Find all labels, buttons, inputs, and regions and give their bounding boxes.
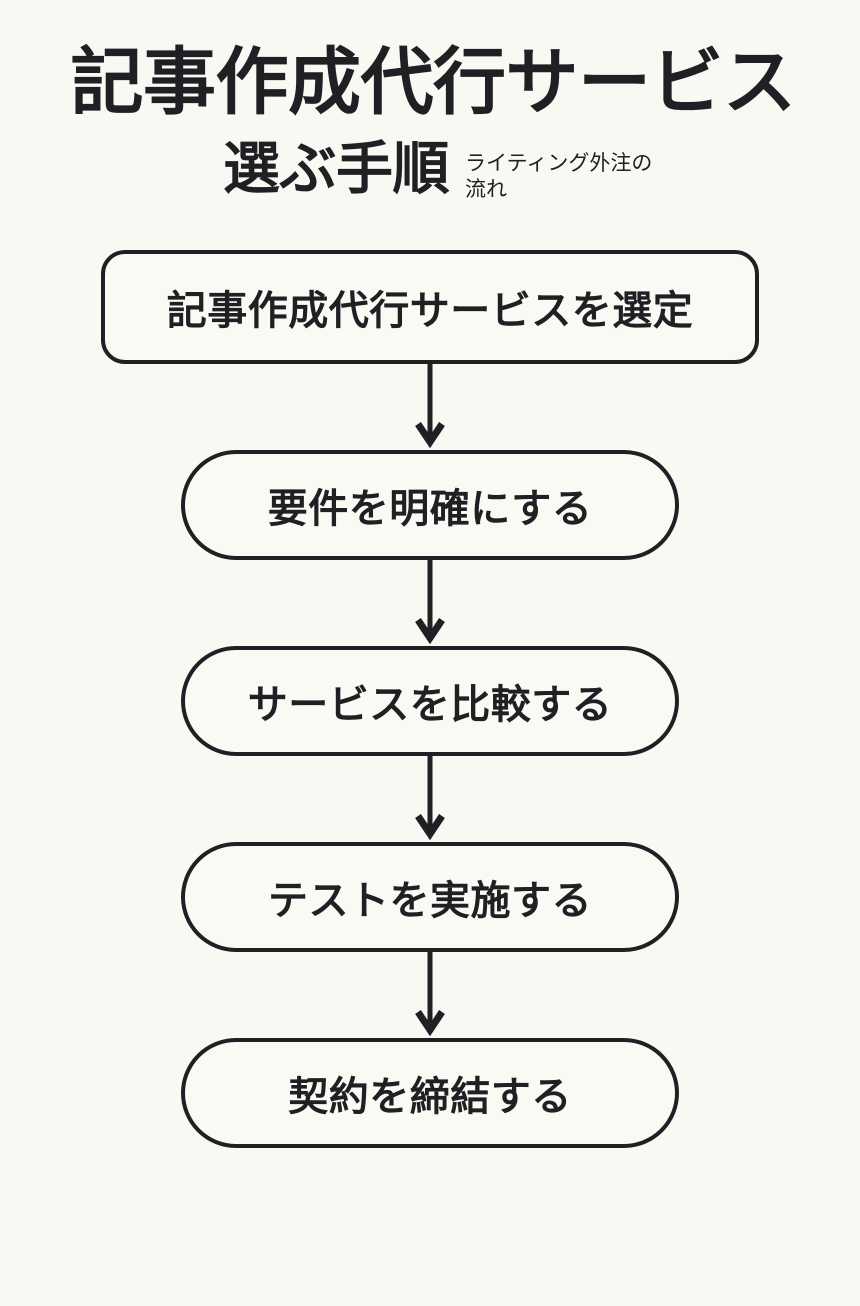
flow-connector-1 [0,364,860,450]
page-title-line-1: 記事作成代行サービス [70,42,797,123]
arrow-down-icon [415,560,445,645]
flow-step-3-wrapper: サービスを比較する [0,646,860,757]
page-subtitle: ライティング外注の流れ [465,152,653,201]
flow-connector-3 [0,756,860,842]
flow-step-2[interactable]: 要件を明確にする [181,450,679,561]
title-second-row: 選ぶ手順 ライティング外注の流れ [0,141,860,202]
arrow-down-icon [415,756,445,841]
flow-step-5-label: 契約を締結する [288,1075,572,1120]
header: 記事作成代行サービス 選ぶ手順 ライティング外注の流れ [0,0,860,202]
flow-step-2-wrapper: 要件を明確にする [0,450,860,561]
flow-step-3-label: サービスを比較する [247,683,613,728]
flow-step-3[interactable]: サービスを比較する [181,646,679,757]
flow-step-5[interactable]: 契約を締結する [181,1038,679,1149]
flow-step-2-label: 要件を明確にする [267,487,593,532]
flow-step-4[interactable]: テストを実施する [181,842,679,953]
flow-connector-2 [0,560,860,646]
arrow-down-icon [415,952,445,1037]
flow-connector-4 [0,952,860,1038]
flow-step-5-wrapper: 契約を締結する [0,1038,860,1149]
flow-step-1[interactable]: 記事作成代行サービスを選定 [101,250,759,365]
flow-step-4-wrapper: テストを実施する [0,842,860,953]
flowchart: 記事作成代行サービスを選定 要件を明確にする サービスを比較する テストを実 [0,250,860,1149]
flow-step-4-label: テストを実施する [268,879,592,924]
arrow-down-icon [415,364,445,449]
flow-step-1-wrapper: 記事作成代行サービスを選定 [0,250,860,365]
page-title-line-2: 選ぶ手順 [223,137,450,201]
flow-step-1-label: 記事作成代行サービスを選定 [166,289,694,334]
